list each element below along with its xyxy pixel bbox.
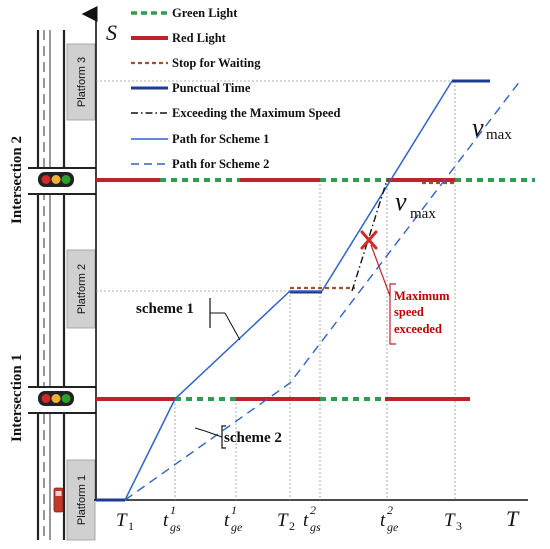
road-strip: Platform 3 Platform 2 Platform 1 Interse… bbox=[9, 30, 96, 541]
legend-label: Path for Scheme 1 bbox=[172, 132, 269, 146]
tick-sub: ge bbox=[387, 520, 399, 534]
tick-sup: 2 bbox=[387, 503, 393, 517]
tick-main: T bbox=[116, 510, 128, 531]
tick-main: t bbox=[303, 510, 309, 531]
legend-label: Stop for Waiting bbox=[172, 56, 261, 70]
vmax-label: v max bbox=[472, 113, 512, 143]
platform-1-box bbox=[66, 459, 96, 541]
tick-main: T bbox=[277, 510, 289, 531]
x-axis-label: T bbox=[506, 506, 520, 531]
tick-main: t bbox=[380, 510, 386, 531]
x-tick-labels: T 1 t 1 gs t 1 ge T 2 t 2 gs t 2 ge T bbox=[116, 503, 462, 534]
speed-exceeded-marker bbox=[360, 230, 378, 250]
tick-sup: 1 bbox=[170, 503, 176, 517]
x-tick: t 1 gs bbox=[163, 503, 181, 534]
legend: Green Light Red Light Stop for Waiting P… bbox=[131, 6, 340, 171]
vmax-label: v max bbox=[395, 187, 436, 222]
intersection-label: Intersection 2 bbox=[9, 136, 25, 224]
x-tick: t 2 ge bbox=[380, 503, 399, 534]
tick-sub: gs bbox=[310, 520, 321, 534]
platform-label: Platform 3 bbox=[76, 57, 88, 107]
scheme-1-callout: scheme 1 bbox=[136, 298, 241, 341]
vmax-sub: max bbox=[486, 127, 512, 143]
note-line: speed bbox=[394, 305, 424, 319]
speed-exceeded-note: Maximum speed exceeded bbox=[389, 283, 450, 345]
x-tick: t 2 gs bbox=[303, 503, 321, 534]
platform-label: Platform 1 bbox=[76, 475, 88, 525]
legend-label: Red Light bbox=[172, 31, 227, 45]
tick-main: T bbox=[444, 510, 456, 531]
scheme-1-path bbox=[124, 80, 453, 501]
tick-main: t bbox=[224, 510, 230, 531]
scheme-2-callout: scheme 2 bbox=[194, 425, 282, 449]
traffic-light-icon bbox=[38, 172, 74, 187]
guide-lines bbox=[96, 80, 456, 500]
traffic-light-icon bbox=[38, 391, 74, 406]
legend-label: Path for Scheme 2 bbox=[172, 157, 269, 171]
x-tick: T 2 bbox=[277, 510, 295, 533]
x-tick: T 3 bbox=[444, 510, 462, 533]
vmax-main: v bbox=[472, 113, 484, 142]
note-line: Maximum bbox=[394, 289, 450, 303]
legend-label: Punctual Time bbox=[172, 81, 251, 95]
scheme-2-label: scheme 2 bbox=[224, 430, 282, 446]
note-line: exceeded bbox=[394, 322, 442, 336]
vmax-main: v bbox=[395, 187, 407, 216]
legend-label: Exceeding the Maximum Speed bbox=[172, 106, 340, 120]
axes: S T bbox=[81, 6, 528, 531]
exceeding-speed-path bbox=[351, 179, 388, 292]
platform-3-box bbox=[66, 43, 96, 121]
scheme-1-label: scheme 1 bbox=[136, 301, 194, 317]
annotation-pointer bbox=[370, 244, 391, 297]
tick-sub: gs bbox=[170, 520, 181, 534]
tick-sup: 1 bbox=[231, 503, 237, 517]
platform-2-box bbox=[66, 249, 96, 329]
intersection-label: Intersection 1 bbox=[9, 354, 25, 442]
x-tick: T 1 bbox=[116, 510, 134, 533]
tick-sub: 3 bbox=[456, 519, 462, 533]
tick-sup: 2 bbox=[310, 503, 316, 517]
tick-sub: 2 bbox=[289, 519, 295, 533]
tick-sub: ge bbox=[231, 520, 243, 534]
y-axis-label: S bbox=[106, 20, 117, 45]
vmax-sub: max bbox=[410, 206, 436, 222]
platform-label: Platform 2 bbox=[76, 264, 88, 314]
tick-main: t bbox=[163, 510, 169, 531]
tick-sub: 1 bbox=[128, 519, 134, 533]
bus-icon bbox=[53, 487, 64, 513]
x-tick: t 1 ge bbox=[224, 503, 243, 534]
scheme-2-path bbox=[124, 80, 521, 501]
legend-label: Green Light bbox=[172, 6, 238, 20]
